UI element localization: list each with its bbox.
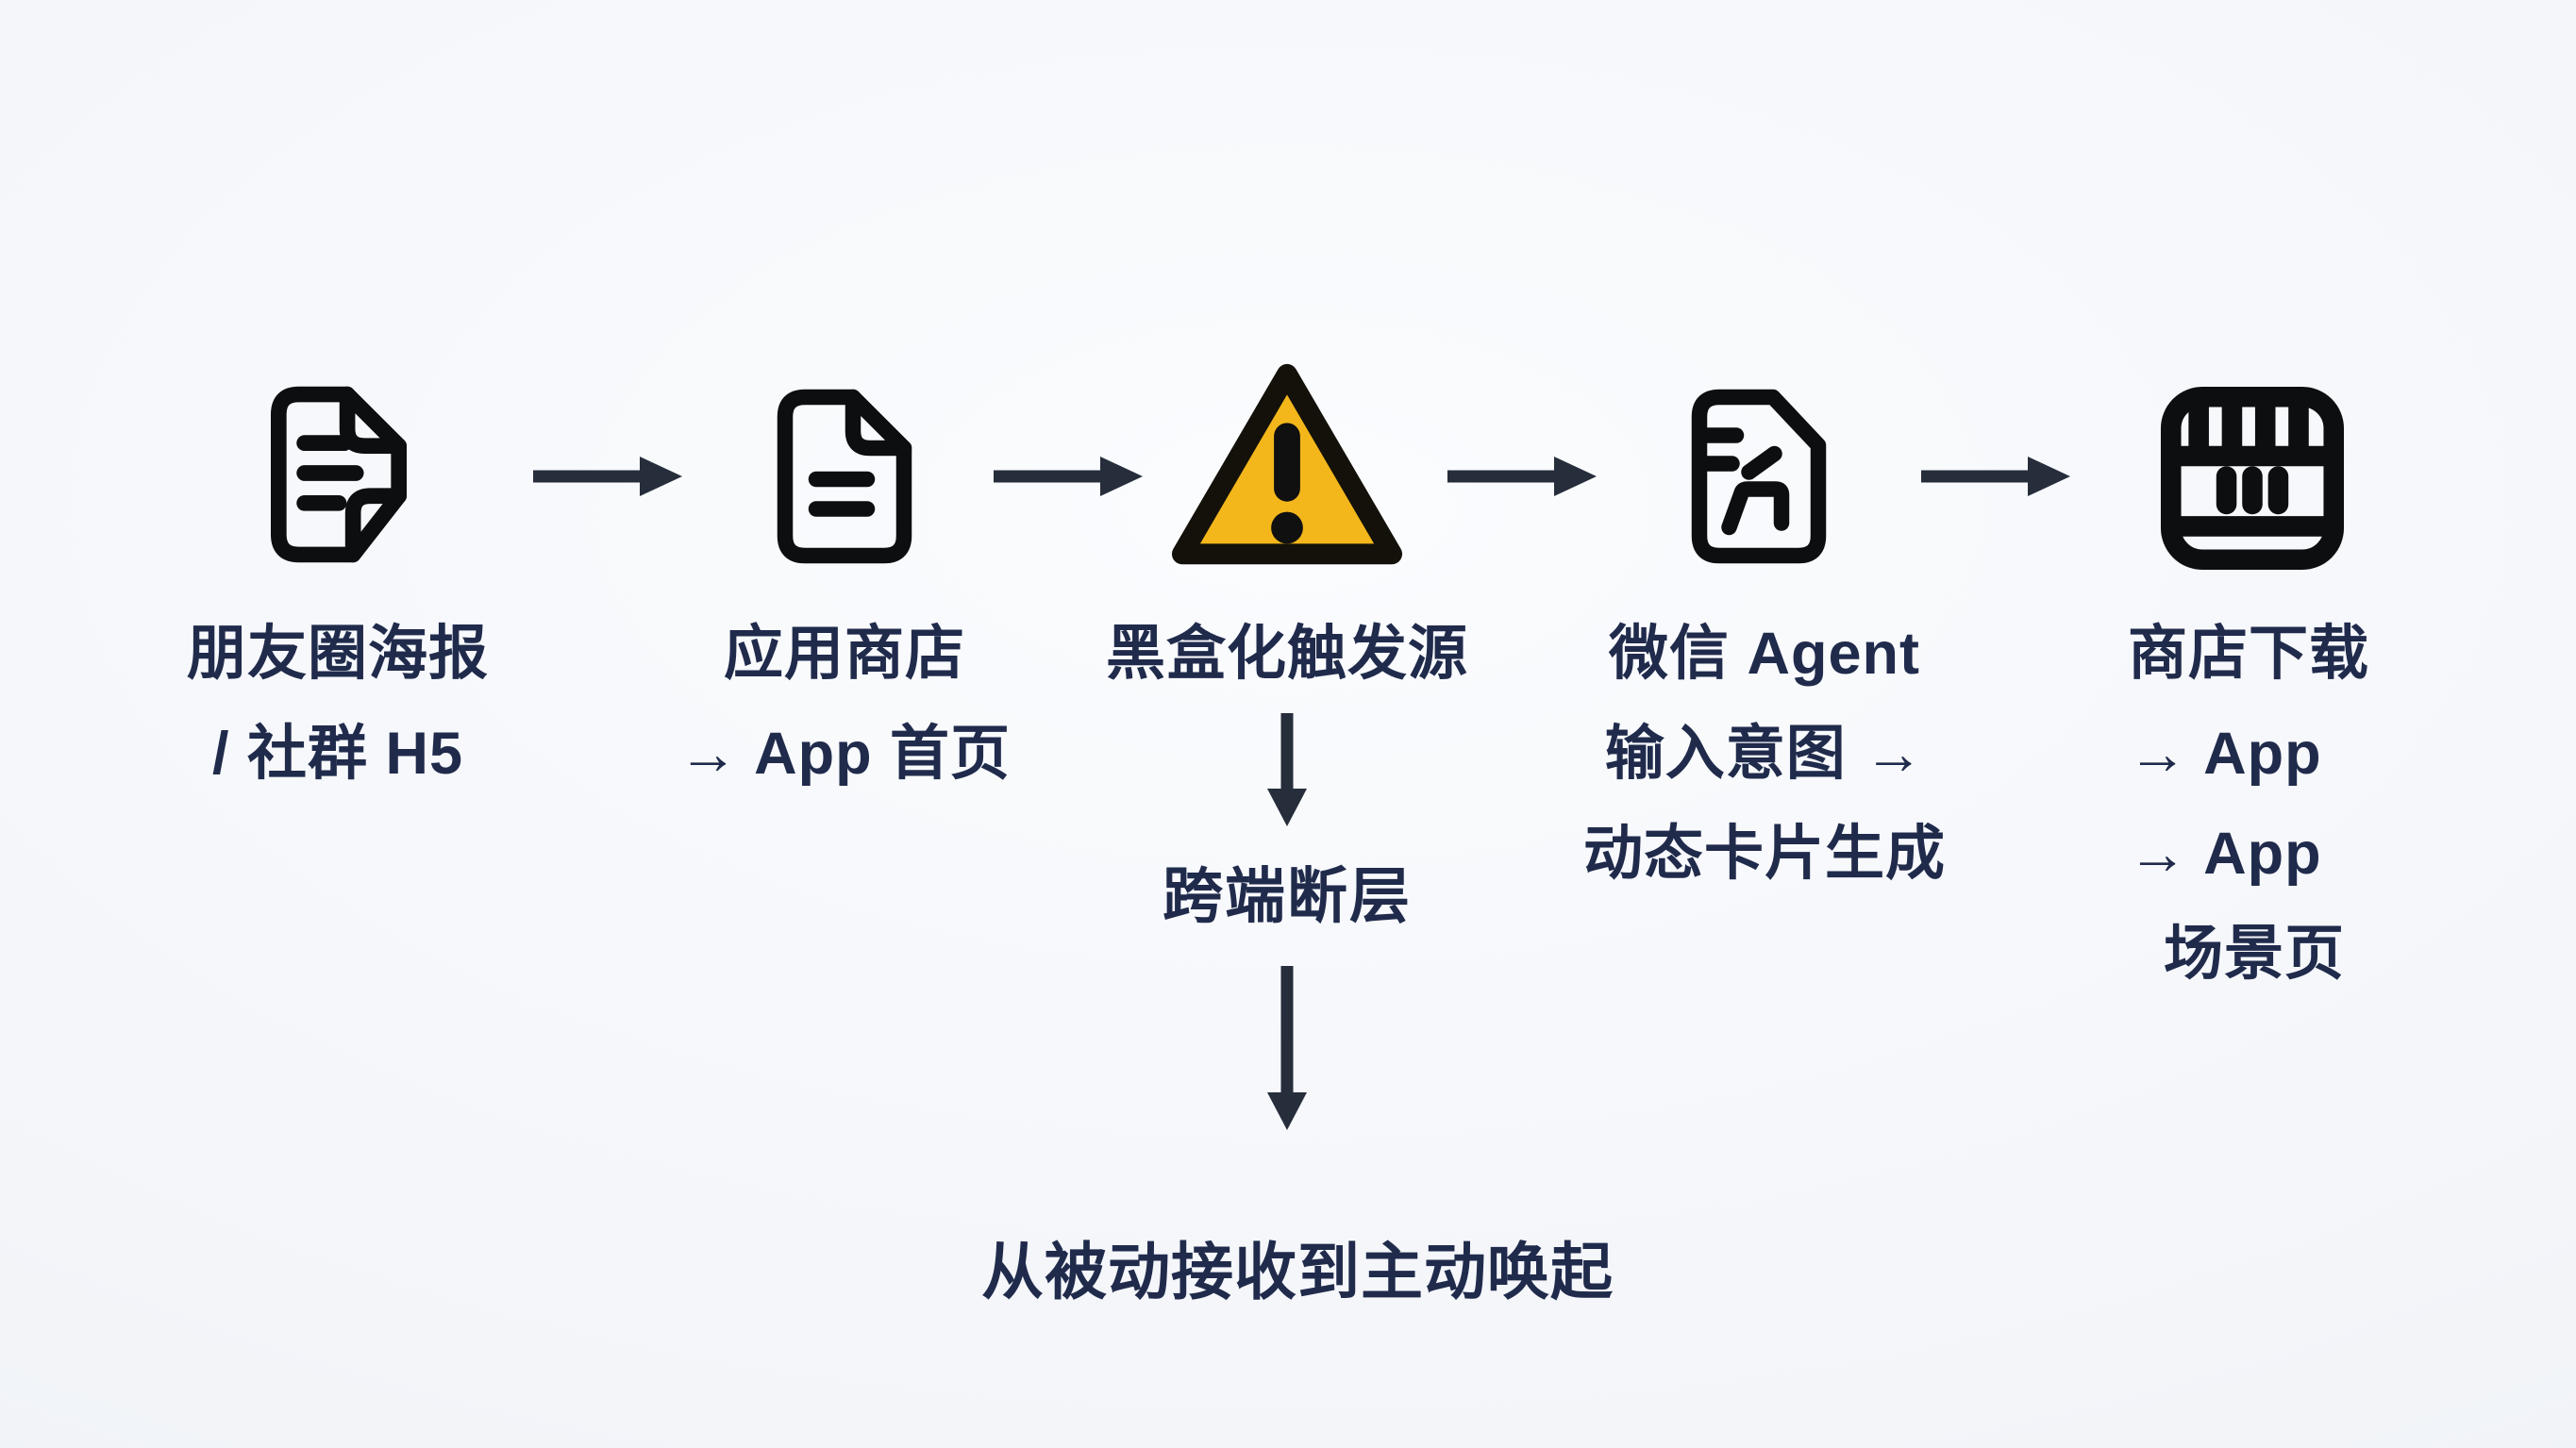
label-line: 动态卡片生成 [1583,821,1946,887]
label-line: → App 首页 [677,721,1012,787]
arrow-down-icon [1261,962,1313,1134]
file-document-icon [774,389,915,564]
step-label-store-download: 商店下载 → App → App 场景页 [2128,604,2576,1004]
arrow-right-icon [1442,448,1602,505]
label-line: 朋友圈海报 [187,621,489,687]
label-line: 微信 Agent [1609,621,1920,687]
branch-conclusion-label: 从被动接收到主动唤起 [981,1237,1614,1307]
step-label-poster: 朋友圈海报 / 社群 H5 [45,604,630,804]
label-line: / 社群 H5 [211,721,464,787]
label-line: 场景页 [2164,921,2345,987]
label-line: → App [2128,721,2322,787]
arrow-down-icon [1261,709,1313,830]
label-line: 商店下载 [2128,621,2369,687]
poster-document-icon [267,386,410,563]
warning-triangle-icon [1167,358,1407,577]
arrow-right-icon [988,448,1148,505]
file-edit-icon [1688,389,1830,564]
arrow-right-icon [527,448,688,505]
arrow-right-icon [1915,448,2076,505]
label-line: 输入意图 → [1604,721,1925,787]
step-label-blackbox: 黑盒化触发源 [995,604,1580,704]
storefront-window-icon [2160,386,2345,571]
step-label-wechat-agent: 微信 Agent 输入意图 → 动态卡片生成 [1472,604,2057,904]
label-line: 应用商店 [724,621,965,687]
label-line: 黑盒化触发源 [1106,621,1468,687]
step-label-appstore: 应用商店 → App 首页 [552,604,1137,804]
label-line: → App [2128,821,2322,887]
branch-gap-label: 跨端断层 [1163,862,1412,930]
